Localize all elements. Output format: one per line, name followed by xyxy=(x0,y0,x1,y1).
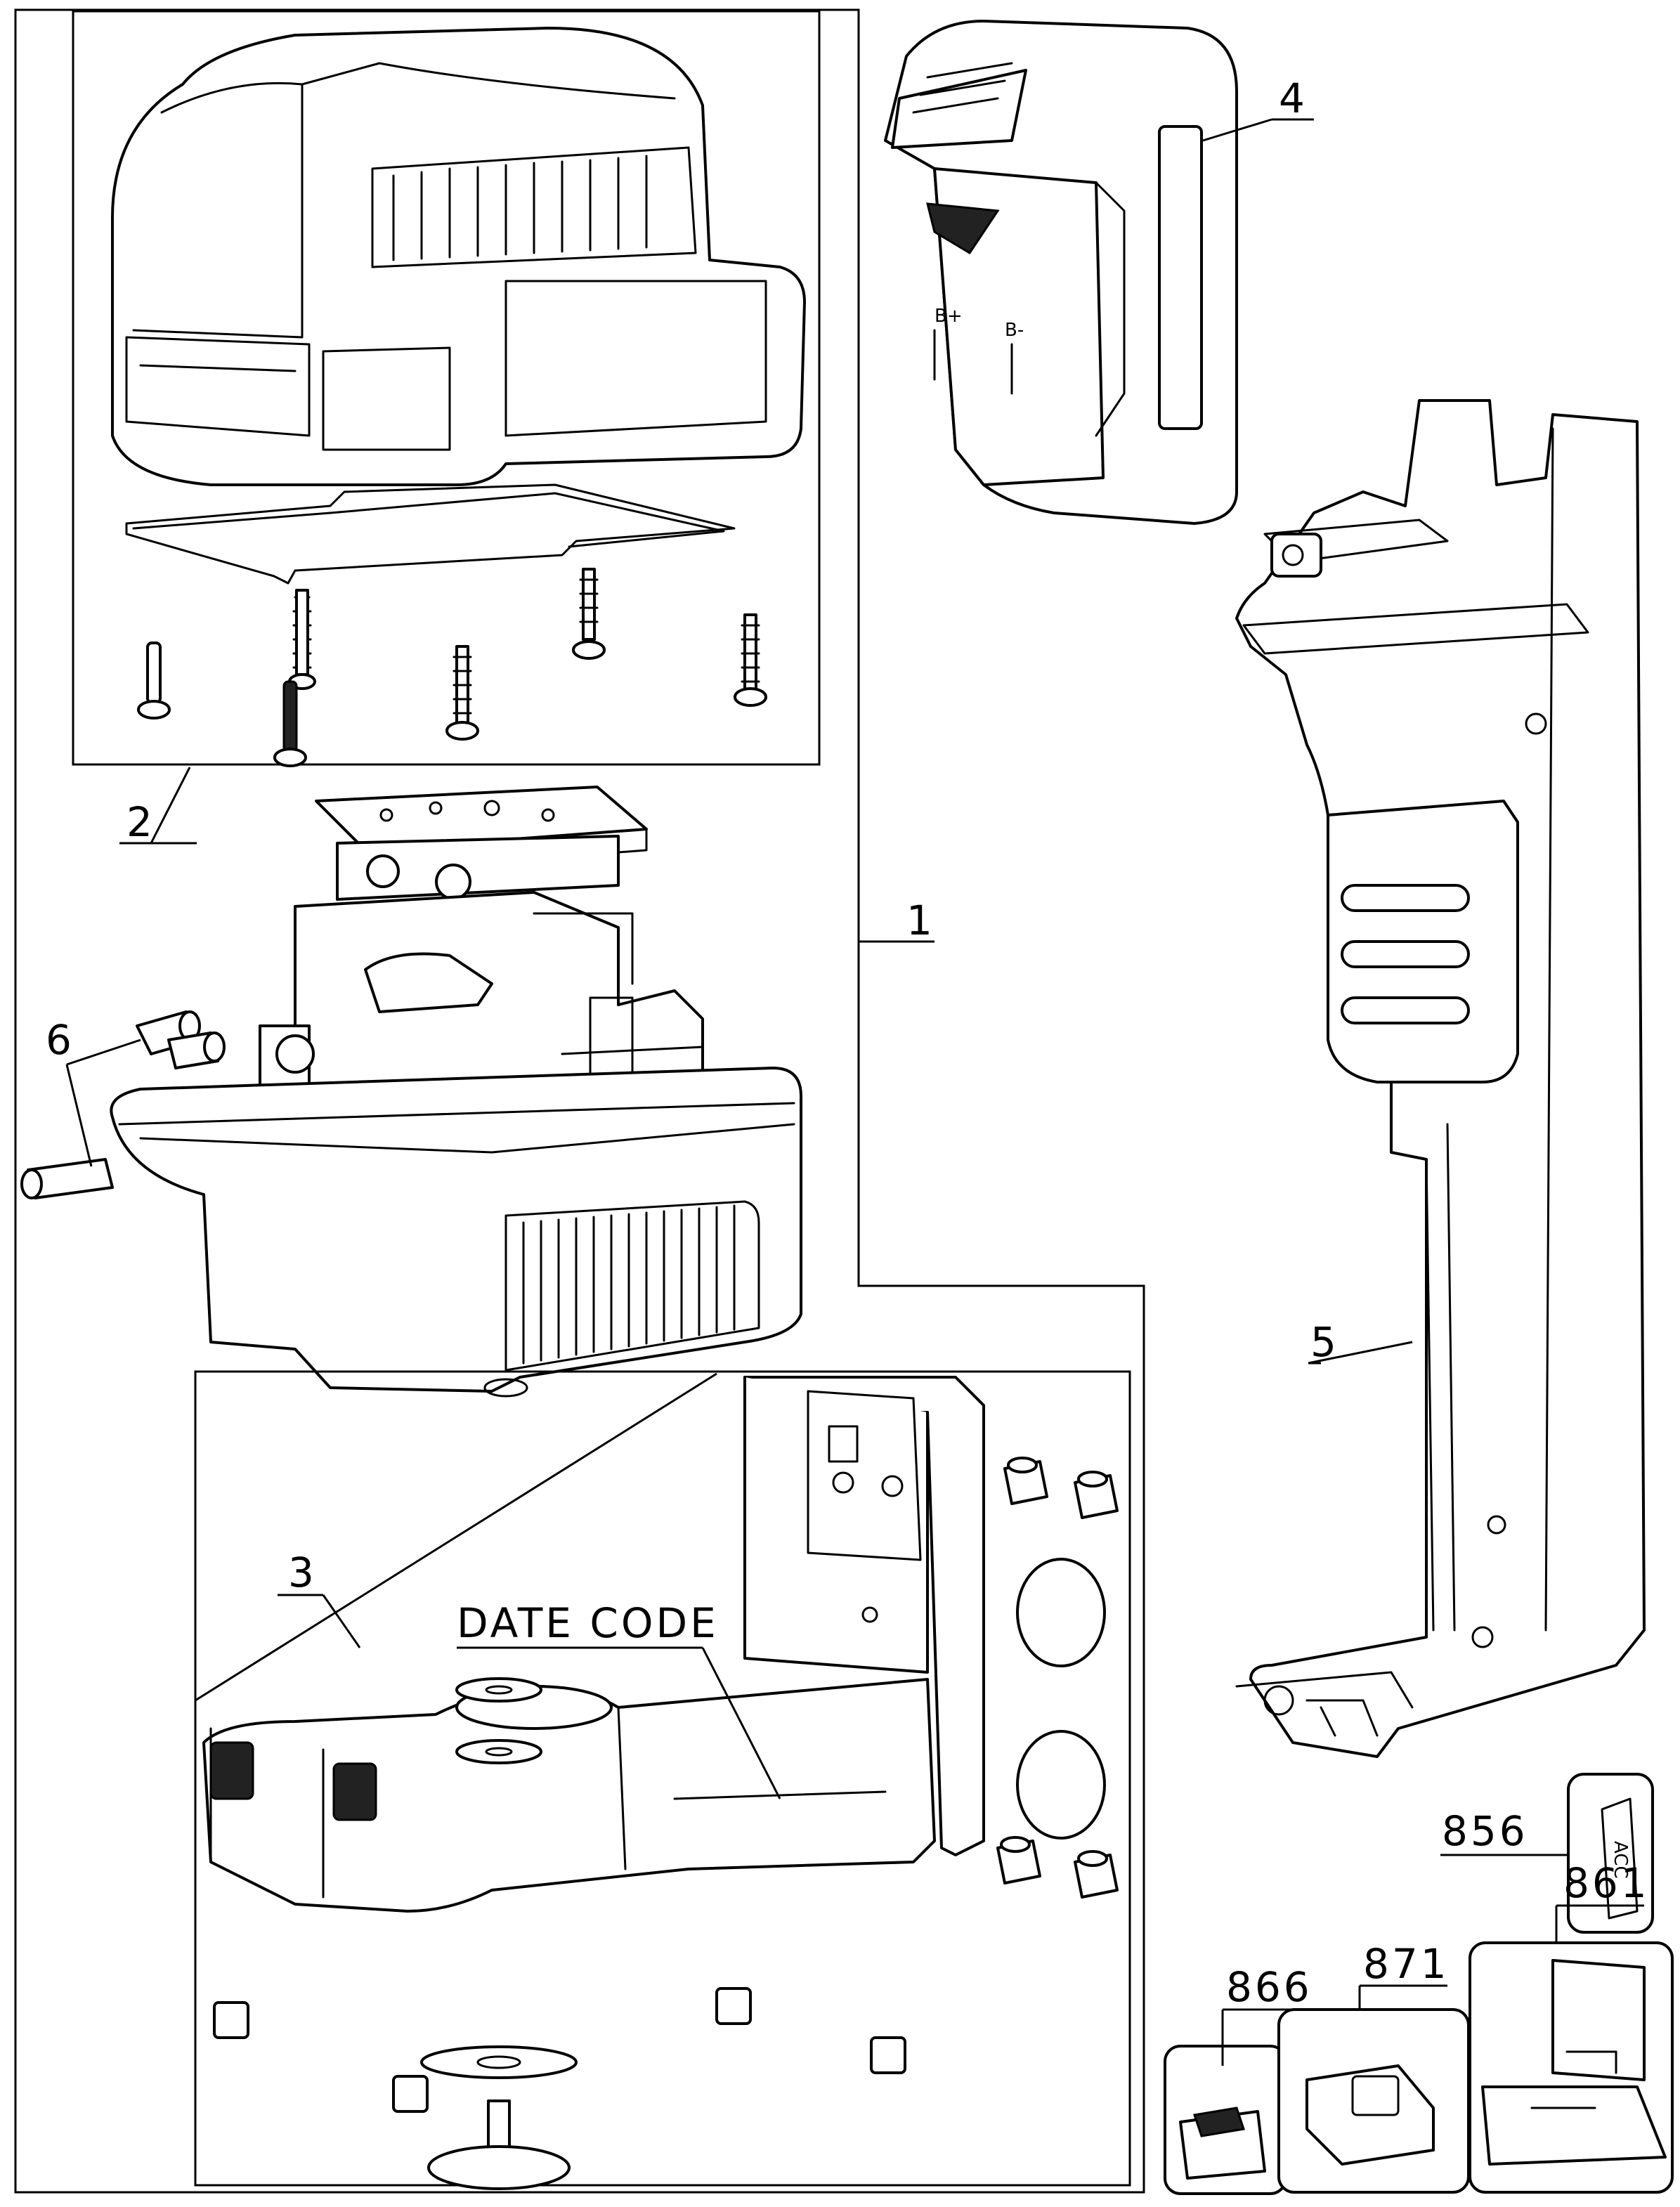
callout-2: 2 xyxy=(119,767,197,846)
callout-856-label: 856 xyxy=(1442,1807,1528,1855)
screw xyxy=(734,613,767,707)
callout-861-label: 861 xyxy=(1563,1859,1650,1907)
callout-3-label: 3 xyxy=(288,1549,317,1596)
screw xyxy=(572,568,606,660)
date-code-label: DATE CODE xyxy=(457,1599,719,1647)
acc-tag-label: ACC xyxy=(1610,1841,1631,1879)
pin xyxy=(167,1031,226,1069)
bumper xyxy=(715,1987,752,2025)
accessory-866-battery: 866 xyxy=(1164,1963,1313,2195)
washer xyxy=(455,1739,542,1764)
screw xyxy=(445,645,479,741)
bumper xyxy=(870,2036,906,2074)
washer xyxy=(455,1677,542,1703)
callout-6: 6 xyxy=(46,1016,141,1167)
assembly-1-frame xyxy=(14,8,1145,2194)
pin xyxy=(20,1158,114,1199)
callout-866-label: 866 xyxy=(1226,1963,1313,2011)
mount-knob xyxy=(427,2099,571,2190)
clamp-bracket xyxy=(1235,399,1646,1758)
callout-6-label: 6 xyxy=(46,1016,74,1064)
seal-gasket xyxy=(125,483,736,585)
subassembly-2-frame xyxy=(72,10,821,766)
rubber-foot xyxy=(996,1836,1041,1884)
bumper xyxy=(392,2075,429,2113)
subassembly-3-frame xyxy=(194,1370,1131,2187)
bumper xyxy=(213,2001,249,2039)
magnet xyxy=(1016,1730,1106,1840)
callout-1-label: 1 xyxy=(906,897,935,944)
accessory-856: ACC 856 xyxy=(1440,1773,1654,1934)
terminal-label-b: B- xyxy=(1005,320,1024,341)
screw xyxy=(137,642,171,720)
callout-4-label: 4 xyxy=(1279,74,1308,122)
cover-housing xyxy=(111,27,806,486)
callout-5-label: 5 xyxy=(1310,1318,1339,1366)
rubber-foot xyxy=(1003,1457,1048,1505)
base-housing xyxy=(110,1067,802,1398)
battery-pack: B+ B- xyxy=(884,20,1238,525)
callout-3: 3 xyxy=(278,1549,361,1648)
callout-4: 4 xyxy=(1202,74,1314,142)
screw-set xyxy=(137,568,767,767)
pin-set xyxy=(20,1010,226,1199)
date-code-callout: DATE CODE xyxy=(457,1599,781,1799)
callout-1: 1 xyxy=(859,897,935,944)
washer xyxy=(420,2045,578,2079)
rubber-foot xyxy=(1074,1471,1119,1519)
callout-871-label: 871 xyxy=(1363,1940,1450,1988)
wall-mount xyxy=(202,1376,985,1913)
callout-5: 5 xyxy=(1308,1318,1413,1366)
magnet xyxy=(1016,1558,1106,1667)
laser-module xyxy=(259,786,704,1119)
accessory-861-case: 861 xyxy=(1469,1859,1674,2194)
terminal-label-a: B+ xyxy=(935,306,963,327)
accessory-871-charger: 871 xyxy=(1277,1940,1470,2194)
screw xyxy=(273,680,307,767)
screw xyxy=(288,589,316,690)
callout-2-label: 2 xyxy=(126,798,155,846)
rubber-foot xyxy=(1074,1850,1119,1899)
